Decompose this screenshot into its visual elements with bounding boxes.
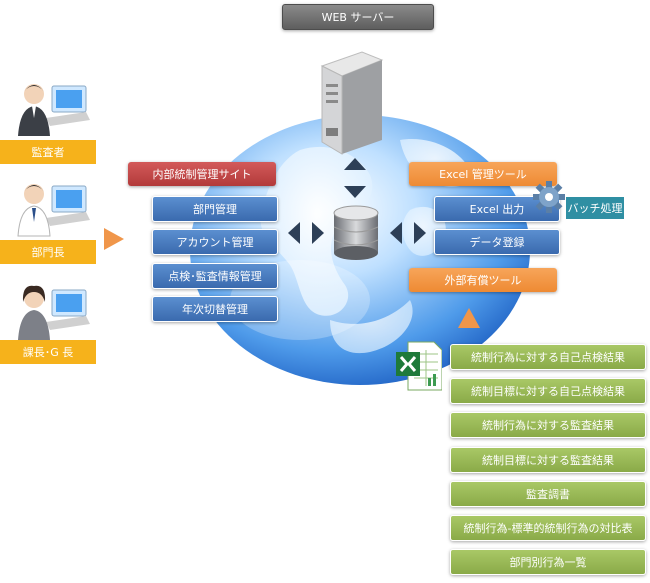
database-icon bbox=[333, 205, 379, 260]
report-item[interactable]: 統制目標に対する自己点検結果 bbox=[450, 378, 646, 404]
right-arrow-icon bbox=[104, 228, 124, 250]
excel-tool-title: Excel 管理ツール bbox=[409, 162, 557, 186]
batch-process-label: バッチ処理 bbox=[566, 197, 624, 219]
left-double-arrow-icon bbox=[288, 222, 324, 244]
data-registration-button[interactable]: データ登録 bbox=[434, 229, 560, 255]
section-chief-person-icon bbox=[18, 285, 90, 340]
role-label-section-chief: 課長･G 長 bbox=[0, 340, 96, 364]
site-item-department-management[interactable]: 部門管理 bbox=[152, 196, 278, 222]
role-label-department-head: 部門長 bbox=[0, 240, 96, 264]
report-item[interactable]: 統制行為に対する監査結果 bbox=[450, 412, 646, 438]
department-head-person-icon bbox=[17, 184, 90, 237]
auditor-person-icon bbox=[18, 84, 90, 136]
report-item[interactable]: 監査調書 bbox=[450, 481, 646, 507]
up-arrow-icon bbox=[458, 308, 480, 328]
report-item[interactable]: 統制行為‐標準的統制行為の対比表 bbox=[450, 515, 646, 541]
server-icon bbox=[320, 51, 384, 155]
site-item-inspection-audit-management[interactable]: 点検･監査情報管理 bbox=[152, 263, 278, 289]
site-item-account-management[interactable]: アカウント管理 bbox=[152, 229, 278, 255]
external-paid-tool-title: 外部有償ツール bbox=[409, 268, 557, 292]
vertical-double-arrow-icon bbox=[344, 158, 366, 198]
report-item[interactable]: 統制行為に対する自己点検結果 bbox=[450, 344, 646, 370]
internal-control-site-title: 内部統制管理サイト bbox=[128, 162, 276, 186]
report-item[interactable]: 統制目標に対する監査結果 bbox=[450, 447, 646, 473]
right-double-arrow-icon bbox=[390, 222, 426, 244]
site-item-annual-switch-management[interactable]: 年次切替管理 bbox=[152, 296, 278, 322]
web-server-label: WEB サーバー bbox=[282, 4, 434, 30]
role-label-auditor: 監査者 bbox=[0, 140, 96, 164]
report-item[interactable]: 部門別行為一覧 bbox=[450, 549, 646, 575]
excel-file-icon bbox=[396, 341, 442, 391]
gear-icon bbox=[533, 181, 565, 213]
